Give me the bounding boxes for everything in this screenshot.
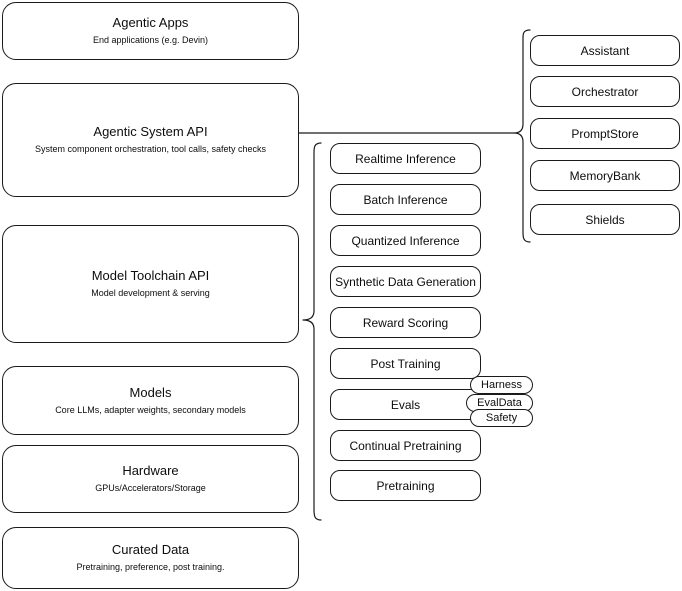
layer-subtitle: End applications (e.g. Devin)	[92, 35, 209, 46]
evals-subitem-harness[interactable]: Harness	[470, 376, 533, 394]
toolchain-label: Reward Scoring	[362, 315, 449, 330]
layer-title: Curated Data	[111, 542, 190, 558]
layer-title: Agentic Apps	[112, 15, 189, 31]
component-assistant[interactable]: Assistant	[530, 35, 680, 66]
toolchain-label: Pretraining	[376, 478, 435, 493]
layer-agentic-system-api[interactable]: Agentic System API System component orch…	[2, 83, 299, 197]
evals-subitem-safety[interactable]: Safety	[470, 409, 533, 427]
layer-title: Models	[129, 384, 172, 400]
component-shields[interactable]: Shields	[530, 204, 680, 235]
component-label: MemoryBank	[569, 168, 641, 183]
toolchain-label: Synthetic Data Generation	[335, 274, 476, 289]
layer-subtitle: Core LLMs, adapter weights, secondary mo…	[55, 404, 246, 415]
component-orchestrator[interactable]: Orchestrator	[530, 76, 680, 107]
layer-curated-data[interactable]: Curated Data Pretraining, preference, po…	[2, 527, 299, 589]
toolchain-label: Batch Inference	[363, 192, 448, 207]
layer-agentic-apps[interactable]: Agentic Apps End applications (e.g. Devi…	[2, 2, 299, 60]
evals-subitem-label: EvalData	[477, 397, 522, 409]
toolchain-label: Continual Pretraining	[349, 438, 462, 453]
layer-title: Agentic System API	[93, 124, 208, 140]
component-label: Shields	[585, 212, 625, 227]
evals-subitem-label: Safety	[485, 412, 518, 424]
layer-model-toolchain-api[interactable]: Model Toolchain API Model development & …	[2, 225, 299, 343]
toolchain-pretraining[interactable]: Pretraining	[330, 470, 481, 501]
toolchain-continual-pretraining[interactable]: Continual Pretraining	[330, 430, 481, 461]
component-label: Orchestrator	[571, 84, 639, 99]
toolchain-label: Realtime Inference	[355, 151, 456, 166]
component-label: Assistant	[580, 43, 630, 58]
toolchain-label: Post Training	[370, 356, 441, 371]
toolchain-label: Evals	[390, 397, 421, 412]
component-memorybank[interactable]: MemoryBank	[530, 160, 680, 191]
toolchain-reward-scoring[interactable]: Reward Scoring	[330, 307, 481, 338]
layer-subtitle: GPUs/Accelerators/Storage	[95, 483, 206, 494]
toolchain-synthetic-data-generation[interactable]: Synthetic Data Generation	[330, 266, 481, 297]
toolchain-quantized-inference[interactable]: Quantized Inference	[330, 225, 481, 256]
evals-subitem-label: Harness	[481, 379, 522, 391]
layer-models[interactable]: Models Core LLMs, adapter weights, secon…	[2, 366, 299, 435]
toolchain-label: Quantized Inference	[351, 233, 460, 248]
brace-middle-toolchain	[301, 141, 323, 523]
layer-subtitle: Model development & serving	[91, 288, 210, 299]
toolchain-evals[interactable]: Evals	[330, 389, 481, 420]
component-label: PromptStore	[571, 126, 639, 141]
toolchain-batch-inference[interactable]: Batch Inference	[330, 184, 481, 215]
toolchain-post-training[interactable]: Post Training	[330, 348, 481, 379]
layer-hardware[interactable]: Hardware GPUs/Accelerators/Storage	[2, 445, 299, 513]
layer-subtitle: System component orchestration, tool cal…	[34, 144, 267, 155]
toolchain-realtime-inference[interactable]: Realtime Inference	[330, 143, 481, 174]
layer-title: Model Toolchain API	[91, 268, 210, 284]
connector-agentic-system-api-to-components	[299, 125, 515, 143]
layer-subtitle: Pretraining, preference, post training.	[76, 562, 225, 573]
component-promptstore[interactable]: PromptStore	[530, 118, 680, 149]
layer-title: Hardware	[122, 463, 179, 479]
brace-right-components	[512, 28, 532, 244]
